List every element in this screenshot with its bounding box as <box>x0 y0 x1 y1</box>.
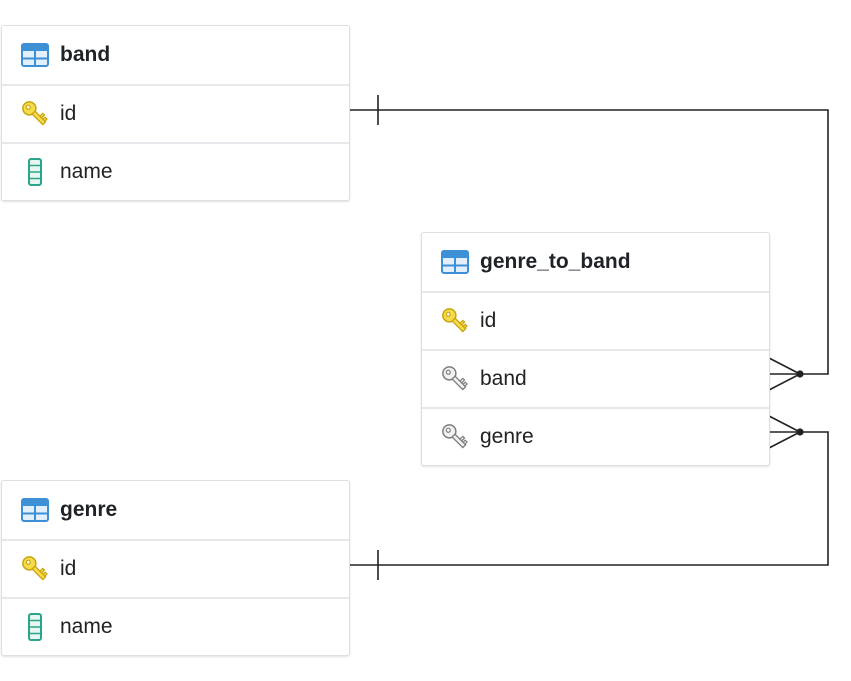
table-name: band <box>60 43 111 66</box>
crows-foot-dot <box>796 370 804 378</box>
table-genre[interactable]: genre id name <box>1 480 350 656</box>
column-name: name <box>60 615 113 638</box>
table-band[interactable]: band id name <box>1 25 350 201</box>
relationship-genre-to-genre-to-band <box>349 415 829 580</box>
column-name: genre <box>480 425 534 448</box>
primary-key-icon <box>20 99 50 129</box>
crows-foot-dot <box>796 428 804 436</box>
table-name: genre <box>60 498 118 521</box>
crows-foot-upper <box>768 357 801 375</box>
column-row-genre[interactable]: genre <box>422 407 769 465</box>
crows-foot-lower <box>768 431 801 449</box>
column-row-id[interactable]: id <box>2 539 349 597</box>
column-row-name[interactable]: name <box>2 142 349 200</box>
crows-foot-lower <box>768 373 801 391</box>
column-row-id[interactable]: id <box>2 84 349 142</box>
primary-key-icon <box>20 554 50 584</box>
foreign-key-icon <box>440 364 470 394</box>
column-name: id <box>60 102 77 125</box>
column-name: name <box>60 160 113 183</box>
column-icon <box>20 612 50 642</box>
column-row-id[interactable]: id <box>422 291 769 349</box>
primary-key-icon <box>440 306 470 336</box>
foreign-key-icon <box>440 422 470 452</box>
table-icon <box>20 40 50 70</box>
table-name: genre_to_band <box>480 250 631 273</box>
relationship-band-to-genre-to-band <box>349 95 829 391</box>
table-header[interactable]: band <box>2 26 349 84</box>
column-row-name[interactable]: name <box>2 597 349 655</box>
crows-foot-upper <box>768 415 801 433</box>
table-genre-to-band[interactable]: genre_to_band id band genre <box>421 232 770 466</box>
column-icon <box>20 157 50 187</box>
table-icon <box>440 247 470 277</box>
column-name: band <box>480 367 527 390</box>
table-header[interactable]: genre_to_band <box>422 233 769 291</box>
column-name: id <box>60 557 77 580</box>
table-icon <box>20 495 50 525</box>
table-header[interactable]: genre <box>2 481 349 539</box>
column-name: id <box>480 309 497 332</box>
column-row-band[interactable]: band <box>422 349 769 407</box>
